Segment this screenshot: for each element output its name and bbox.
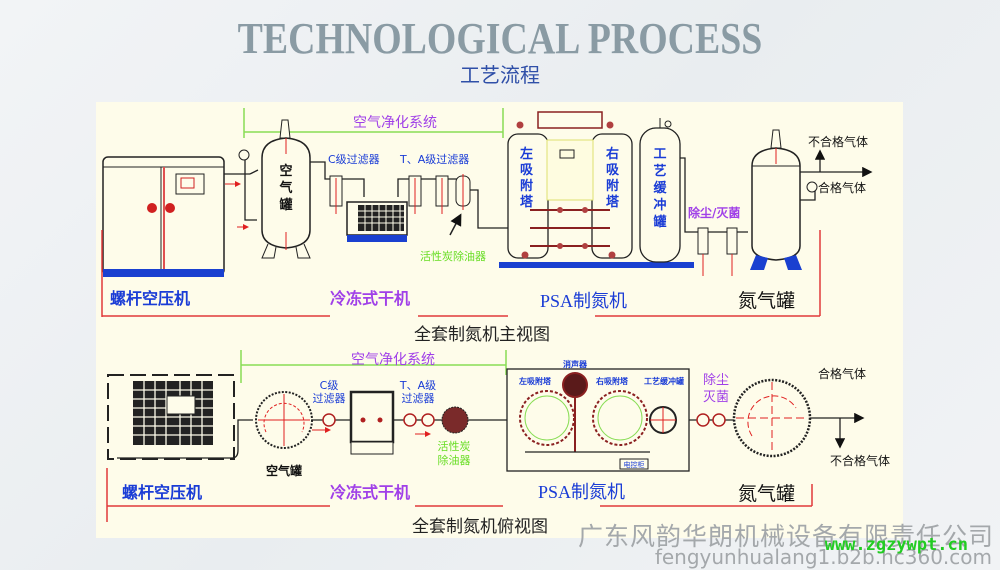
psa-section-top-label: PSA制氮机 [538,482,625,502]
dust-filter-top-1 [696,413,710,427]
carbon-filter-label: 活性炭除油器 [420,249,486,263]
company-site: fengyunhualang1.b2b.hc360.com [654,545,992,569]
dust-filter-label: 除尘/灭菌 [688,205,740,220]
screw-compressor-top [107,374,235,460]
t-filter-top [403,413,417,427]
nitrogen-tank-top [732,378,812,458]
dust-filter-top-label-1: 除尘 [703,373,729,388]
c-filter-top-label-2: 过滤器 [313,392,346,405]
outlet-gauge-icon [806,181,818,193]
carbon-filter-top-label-1: 活性炭 [438,439,471,453]
front-view-caption: 全套制氮机主视图 [414,325,550,345]
air-tank-top [255,391,313,449]
ta-filter-label: T、A级过滤器 [399,153,469,166]
unqualified-gas-top-label: 不合格气体 [830,453,890,468]
buffer-tank-label-4: 冲 [653,197,666,213]
muffler-label: 消声器 [563,359,588,369]
refrigerated-dryer [346,201,408,242]
control-box-label: 电控柜 [624,460,645,469]
c-filter-top-label-1: C级 [320,379,339,392]
air-tank-top-label: 空气罐 [266,463,302,478]
buffer-tank-label-1: 工 [653,147,666,162]
psa-generator-top [506,368,690,472]
buffer-tank-label-5: 罐 [652,214,666,230]
qualified-gas-top-label: 合格气体 [818,366,866,381]
dust-filter-top-2 [712,413,726,427]
dust-filter-2 [726,227,738,255]
air-tank-label-1: 空 [279,163,292,179]
nitrogen-tank-section-top-label: 氮气罐 [738,483,795,505]
c-filter-top [322,413,336,427]
buffer-tank-label-2: 艺 [653,163,666,179]
refrigerated-dryer-top [349,390,395,455]
left-tower-label-2: 吸 [520,163,534,178]
right-tower-top-label: 右吸附塔 [595,376,629,386]
c-filter [329,175,343,214]
buffer-tank-top-label: 工艺缓冲罐 [644,376,684,386]
watermark: www.zgzywpt.cn [824,535,968,555]
top-view-caption: 全套制氮机俯视图 [412,517,548,537]
ta-filter-top-label-1: T、A级 [399,379,436,392]
unqualified-gas-label: 不合格气体 [808,134,868,149]
left-tower-label-1: 左 [520,146,533,162]
page-subtitle: 工艺流程 [460,63,540,87]
air-tank-label-3: 罐 [278,197,292,213]
buffer-tank-label-3: 缓 [653,180,667,196]
right-tower-label-3: 附 [606,178,619,194]
nitrogen-tank-section-label: 氮气罐 [738,290,795,312]
right-tower-label-4: 塔 [606,194,620,210]
dust-filter-1 [697,227,709,255]
top-view: 空气净化系统 空气罐 C级 过滤器 [106,350,890,522]
dust-filter-top-label-2: 灭菌 [703,390,729,405]
a-filter-top [421,413,435,427]
psa-section-label: PSA制氮机 [540,291,627,311]
left-tower-label-4: 塔 [520,194,534,210]
screw-compressor [102,156,225,277]
carbon-filter-top [441,406,469,434]
left-tower-label-3: 附 [520,178,533,194]
c-filter-label: C级过滤器 [328,153,380,166]
page-title: TECHNOLOGICAL PROCESS [237,14,763,63]
psa-generator [499,111,694,268]
t-filter [408,175,422,214]
ta-filter-top-label-2: 过滤器 [402,392,435,405]
buffer-tank [639,118,681,263]
purification-bracket-top [240,350,507,383]
qualified-gas-label: 合格气体 [818,180,866,195]
nitrogen-tank [750,129,802,270]
carbon-filter [455,174,471,210]
dryer-section-label: 冷冻式干机 [330,289,410,308]
air-tank-label-2: 气 [279,180,292,196]
right-tower-label-2: 吸 [606,163,620,178]
pressure-gauge-icon [238,149,250,161]
purification-system-label-top: 空气净化系统 [351,352,435,368]
company-name: 广东风韵华朗机械设备有限责任公司 [577,522,994,551]
air-tank [261,119,311,259]
dryer-section-top-label: 冷冻式干机 [330,483,410,502]
carbon-filter-top-label-2: 除油器 [438,453,471,467]
a-filter [435,175,449,214]
right-tower-label-1: 右 [605,146,619,162]
front-view: 空气净化系统 空 [101,108,873,317]
compressor-section-top-label: 螺杆空压机 [122,483,202,502]
left-tower-top-label: 左吸附塔 [518,376,552,386]
compressor-section-label: 螺杆空压机 [110,289,190,308]
purification-system-label: 空气净化系统 [353,115,437,131]
